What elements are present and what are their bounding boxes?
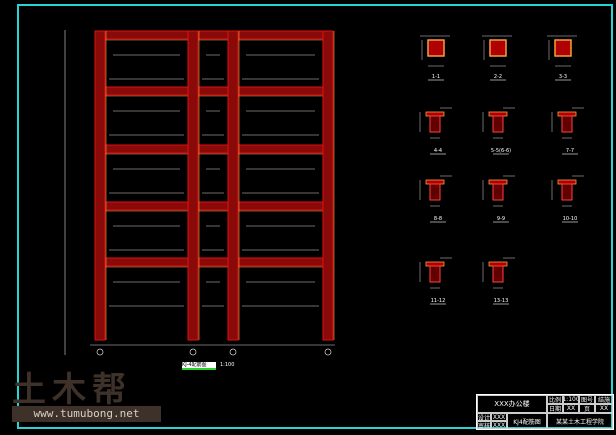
tb-meta-1: 1:100 bbox=[563, 395, 579, 404]
column-2 bbox=[227, 30, 239, 341]
beam-section-flange-4 bbox=[488, 111, 508, 117]
column-1 bbox=[187, 30, 199, 341]
title-block: XXX办公楼 比例 1:100 图号 结施 日期 XX 页 XX 设计 XXX … bbox=[476, 394, 614, 430]
section-label: 1-1 bbox=[432, 74, 440, 80]
section-label: 7-7 bbox=[566, 148, 574, 154]
drawing-name: KJ4配筋图 bbox=[507, 413, 547, 429]
beam-4 bbox=[94, 257, 334, 267]
beam-1 bbox=[94, 86, 334, 96]
tb-label-checker: 审核 bbox=[477, 421, 491, 429]
section-dims bbox=[551, 107, 584, 139]
beam-section-web-3 bbox=[429, 115, 441, 133]
beam-3 bbox=[94, 201, 334, 211]
beam-0 bbox=[94, 30, 334, 40]
elevation-scale: 1:100 bbox=[220, 362, 235, 368]
tb-meta-3: 结施 bbox=[595, 395, 613, 404]
tb-meta-7: XX bbox=[595, 404, 613, 413]
tb-label-designer: 设计 bbox=[477, 413, 491, 421]
beam-section-flange-7 bbox=[488, 179, 508, 185]
section-dims bbox=[547, 35, 577, 67]
tb-meta-5: XX bbox=[563, 404, 579, 413]
beam-section-flange-8 bbox=[557, 179, 577, 185]
beam-section-web-7 bbox=[492, 183, 504, 201]
section-dims bbox=[482, 175, 515, 207]
section-label: 2-2 bbox=[494, 74, 502, 80]
column-section-2 bbox=[554, 39, 572, 57]
column-3 bbox=[322, 30, 334, 341]
beam-section-flange-6 bbox=[425, 179, 445, 185]
beam-section-flange-9 bbox=[425, 261, 445, 267]
axis-bubble bbox=[96, 348, 104, 356]
section-dims bbox=[482, 35, 512, 67]
section-label: 13-13 bbox=[494, 298, 509, 304]
tb-value-checker: XXX bbox=[491, 421, 507, 429]
beam-section-flange-10 bbox=[488, 261, 508, 267]
tb-value-designer: XXX bbox=[491, 413, 507, 421]
tb-meta-6: 页 bbox=[579, 404, 595, 413]
section-dims bbox=[419, 107, 452, 139]
tb-meta-2: 图号 bbox=[579, 395, 595, 404]
beam-section-web-4 bbox=[492, 115, 504, 133]
section-label: 5-5(6-6) bbox=[491, 148, 511, 154]
axis-bubble bbox=[324, 348, 332, 356]
tb-meta-0: 比例 bbox=[547, 395, 563, 404]
section-dims bbox=[419, 175, 452, 207]
beam-section-web-9 bbox=[429, 265, 441, 283]
section-dims bbox=[482, 257, 515, 289]
institution-name: 某某土木工程学院 bbox=[547, 413, 613, 429]
tb-meta-4: 日期 bbox=[547, 404, 563, 413]
beam-section-web-5 bbox=[561, 115, 573, 133]
watermark-url: www.tumubong.net bbox=[12, 406, 161, 422]
section-dims bbox=[419, 257, 452, 289]
section-label: 3-3 bbox=[559, 74, 567, 80]
beam-section-flange-3 bbox=[425, 111, 445, 117]
column-section-1 bbox=[489, 39, 507, 57]
section-label: 4-4 bbox=[434, 148, 442, 154]
section-dims bbox=[482, 107, 515, 139]
section-label: 8-8 bbox=[434, 216, 442, 222]
section-dims bbox=[551, 175, 584, 207]
axis-bubble bbox=[229, 348, 237, 356]
axis-bubble bbox=[189, 348, 197, 356]
beam-section-web-8 bbox=[561, 183, 573, 201]
drawing-border bbox=[17, 4, 613, 429]
watermark-logo: 土木帮 bbox=[12, 370, 132, 410]
section-label: 10-10 bbox=[563, 216, 578, 222]
elevation-caption: KJ-4配筋图 bbox=[182, 362, 216, 370]
section-label: 9-9 bbox=[497, 216, 505, 222]
project-name: XXX办公楼 bbox=[477, 395, 547, 413]
beam-section-web-6 bbox=[429, 183, 441, 201]
beam-2 bbox=[94, 144, 334, 154]
beam-section-flange-5 bbox=[557, 111, 577, 117]
column-section-0 bbox=[427, 39, 445, 57]
beam-section-web-10 bbox=[492, 265, 504, 283]
section-label: 11-12 bbox=[431, 298, 446, 304]
column-0 bbox=[94, 30, 106, 341]
section-dims bbox=[420, 35, 450, 67]
